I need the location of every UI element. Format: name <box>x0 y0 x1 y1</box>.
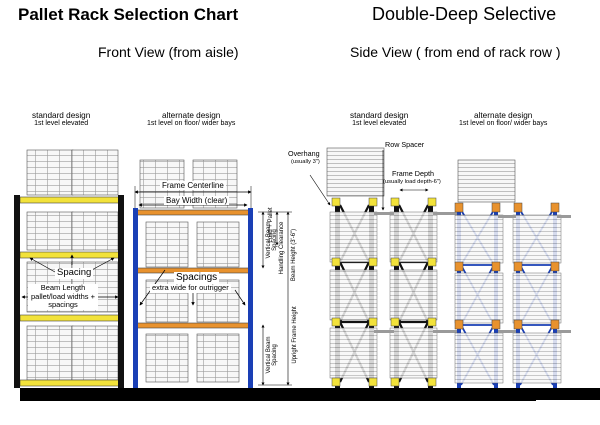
front-standard-heading: standard design 1st level elevated <box>32 111 91 128</box>
bay-width-label: Bay Width (clear) <box>164 196 230 206</box>
floor <box>20 388 600 400</box>
side-standard-heading: standard design 1st level elevated <box>350 111 409 128</box>
load <box>326 147 385 197</box>
row-spacer <box>374 330 394 333</box>
spacings-label: Spacings <box>174 272 220 284</box>
load <box>389 269 438 321</box>
load <box>196 221 240 268</box>
spacings-note: extra wide for outrigger <box>150 283 231 293</box>
frame-depth-note: (usually load depth-6") <box>383 179 441 185</box>
load <box>457 159 516 203</box>
beam-height-label: Beam Height (3'-6") <box>291 229 297 281</box>
front-view-title: Front View (from aisle) <box>98 44 239 60</box>
load <box>512 332 562 384</box>
beam <box>19 251 123 259</box>
svg-text:Spacing: Spacing <box>272 344 278 366</box>
spacing-label: Spacing <box>55 267 94 279</box>
frame-centerline-label: Frame Centerline <box>160 181 226 191</box>
row-spacer <box>498 215 516 218</box>
row-spacer <box>557 215 571 218</box>
load <box>512 272 562 324</box>
row-spacer <box>557 330 571 333</box>
row-spacer <box>433 212 457 215</box>
beam <box>19 379 123 387</box>
svg-text:Spacing: Spacing <box>272 229 278 251</box>
beam <box>136 322 251 329</box>
load <box>145 333 189 383</box>
upright <box>14 195 20 388</box>
overhang-note: (usually 3") <box>291 159 320 165</box>
load <box>26 325 74 381</box>
row-spacer <box>498 330 516 333</box>
load <box>454 214 504 264</box>
vertical-beam-spacing-1-label: Vertical Beam <box>266 221 272 258</box>
frame-depth-label: Frame Depth <box>392 169 434 178</box>
row-spacer-label: Row Spacer <box>385 140 425 149</box>
vertical-beam-spacing-2-label: Vertical Beam <box>266 336 272 373</box>
beam <box>136 209 251 216</box>
load-pallet-label: Load + Pallet <box>268 207 274 243</box>
upright <box>248 208 253 388</box>
load <box>71 149 119 196</box>
load <box>26 149 74 196</box>
upright <box>133 208 138 388</box>
load <box>71 211 119 251</box>
front-alternate-heading: alternate design 1st level on floor/ wid… <box>147 111 236 128</box>
load <box>329 211 378 263</box>
beam-length-label: Beam Length pallet/load widths + spacing… <box>28 283 98 310</box>
load <box>389 211 438 263</box>
side-standard-rack <box>309 147 457 388</box>
load <box>145 221 189 268</box>
load <box>329 327 378 379</box>
upright <box>118 195 124 388</box>
side-alternate-heading: alternate design 1st level on floor/ wid… <box>459 111 548 128</box>
load <box>454 332 504 384</box>
load <box>26 211 74 251</box>
handling-clearance-label: Handling Clearance <box>279 221 285 274</box>
load <box>329 269 378 321</box>
side-alternate-rack <box>454 159 571 388</box>
load <box>71 325 119 381</box>
upright-frame-height-label: Upright Frame Height <box>292 306 298 364</box>
load <box>389 327 438 379</box>
load <box>512 214 562 264</box>
page-title: Pallet Rack Selection Chart <box>18 5 239 24</box>
overhang-label: Overhang <box>288 149 320 158</box>
row-spacer <box>433 330 457 333</box>
beam <box>19 314 123 322</box>
page-subtitle: Double-Deep Selective <box>372 4 557 24</box>
side-view-title: Side View ( from end of rack row ) <box>350 44 561 60</box>
beam <box>19 196 123 204</box>
load <box>454 272 504 324</box>
load <box>196 333 240 383</box>
row-spacer <box>374 212 394 215</box>
